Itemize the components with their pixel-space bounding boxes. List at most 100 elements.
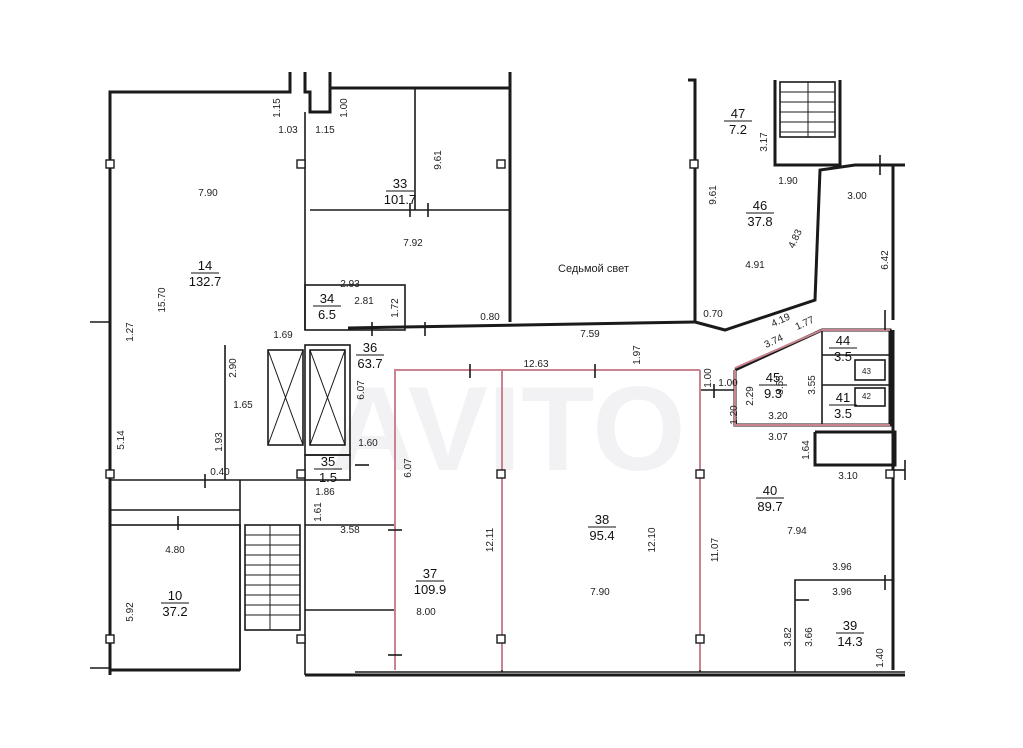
- room-labels: 14132.71037.233101.7346.5351.53663.73710…: [161, 106, 864, 649]
- room-area: 14.3: [837, 634, 862, 649]
- dimension-label: 7.90: [590, 587, 610, 598]
- room-34-label: 346.5: [313, 291, 341, 322]
- dimension-label: 6.07: [356, 380, 367, 400]
- dimension-label: 7.59: [580, 329, 600, 340]
- dimension-label: 1.69: [273, 330, 293, 341]
- room-area: 9.3: [764, 386, 782, 401]
- dimension-label: 3.55: [775, 375, 786, 395]
- room-area: 6.5: [318, 307, 336, 322]
- dimension-label: 1.97: [632, 345, 643, 365]
- dimension-label: 1.03: [278, 125, 298, 136]
- dimension-label: 3.66: [804, 627, 815, 647]
- dimension-label: 1.77: [794, 314, 817, 332]
- dimension-label: 3.96: [832, 587, 852, 598]
- dimension-label: 6.07: [403, 458, 414, 478]
- watermark: AVITO: [330, 362, 686, 496]
- dimension-label: 1.90: [778, 176, 798, 187]
- elevator-icon: [267, 349, 346, 446]
- stairs-right-icon: [779, 81, 836, 138]
- room-area: 1.5: [319, 470, 337, 485]
- room-35-label: 351.5: [314, 454, 342, 485]
- dimension-label: 1.60: [358, 438, 378, 449]
- room-area: 3.5: [834, 349, 852, 364]
- room-area: 63.7: [357, 356, 382, 371]
- dimension-label: 3.82: [783, 627, 794, 647]
- dimension-label: 1.15: [315, 125, 335, 136]
- door-markers: [177, 155, 906, 656]
- dimension-label: 1.20: [729, 405, 740, 425]
- room-area: 95.4: [589, 528, 614, 543]
- dimension-label: 1.61: [313, 502, 324, 522]
- room-area: 109.9: [414, 582, 447, 597]
- room-number: 44: [836, 333, 850, 348]
- room-number: 38: [595, 512, 609, 527]
- columns: [105, 159, 895, 644]
- room-42-label: 42: [862, 392, 871, 401]
- dimension-label: 12.11: [485, 527, 496, 552]
- dimension-label: 1.15: [272, 98, 283, 118]
- dimension-label: 3.17: [759, 132, 770, 152]
- dimension-label: 9.61: [433, 150, 444, 170]
- dimension-label: 3.20: [768, 411, 788, 422]
- dimension-label: 2.81: [354, 296, 374, 307]
- room-number: 14: [198, 258, 212, 273]
- room-area: 132.7: [189, 274, 222, 289]
- dimension-label: 1.64: [801, 440, 812, 460]
- dimension-label: 1.65: [233, 400, 253, 411]
- stairs-left-icon: [244, 524, 301, 631]
- dimension-label: 1.00: [718, 378, 738, 389]
- dimension-label: 9.61: [708, 185, 719, 205]
- dimension-label: 1.00: [703, 368, 714, 388]
- room-number: 35: [321, 454, 335, 469]
- dimension-label: 12.63: [523, 359, 548, 370]
- dimension-label: 7.94: [787, 526, 807, 537]
- dimension-label: 0.80: [480, 312, 500, 323]
- dimension-label: 11.07: [710, 537, 721, 562]
- room-area: 37.2: [162, 604, 187, 619]
- dimension-label: 1.40: [875, 648, 886, 668]
- room-number: 46: [753, 198, 767, 213]
- dimension-label: 2.93: [340, 279, 360, 290]
- room-number: 47: [731, 106, 745, 121]
- room-area: 7.2: [729, 122, 747, 137]
- dimension-label: 3.07: [768, 432, 788, 443]
- dimension-label: 7.90: [198, 188, 218, 199]
- room-43-label: 43: [862, 367, 871, 376]
- room-area: 101.7: [384, 192, 417, 207]
- dimension-label: 0.40: [210, 467, 230, 478]
- dimension-label: 7.92: [403, 238, 423, 249]
- dimension-label: 3.96: [832, 562, 852, 573]
- dimension-label: 6.42: [880, 250, 891, 270]
- room-area: 37.8: [747, 214, 772, 229]
- dimension-label: 3.00: [847, 191, 867, 202]
- dimension-label: 3.58: [340, 525, 360, 536]
- room-number: 10: [168, 588, 182, 603]
- dimension-label: 1.00: [339, 98, 350, 118]
- room-number: 40: [763, 483, 777, 498]
- room-44-label: 443.5: [829, 333, 857, 364]
- dimension-label: 4.83: [787, 227, 805, 250]
- dimension-label: 15.70: [157, 287, 168, 312]
- zone-outlines: [394, 329, 890, 670]
- room-number: 34: [320, 291, 334, 306]
- dimension-label: 4.80: [165, 545, 185, 556]
- dimension-label: 3.55: [807, 375, 818, 395]
- room-41-label: 413.5: [829, 390, 857, 421]
- dimension-label: 2.29: [745, 386, 756, 406]
- room-number: 45: [766, 370, 780, 385]
- dimension-label: 1.93: [214, 432, 225, 452]
- dimension-label: 5.92: [125, 602, 136, 622]
- room-area: 89.7: [757, 499, 782, 514]
- dimension-label: 2.90: [228, 358, 239, 378]
- interior-walls: [109, 88, 905, 675]
- room-number: 37: [423, 566, 437, 581]
